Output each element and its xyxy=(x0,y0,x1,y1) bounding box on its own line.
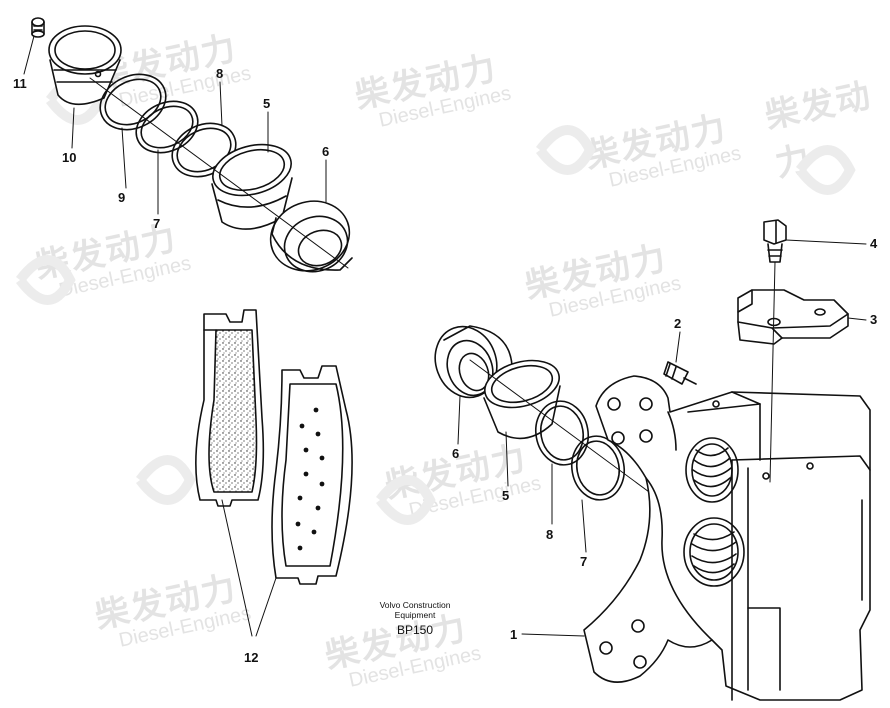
callout-5-top: 5 xyxy=(263,96,271,111)
callout-10: 10 xyxy=(62,150,77,165)
retaining-plate-part-3 xyxy=(737,289,849,345)
callout-3: 3 xyxy=(870,312,878,327)
brake-pad-left xyxy=(195,309,265,507)
caption-line-1: Volvo Construction xyxy=(379,600,451,610)
assembly-axis-bottom xyxy=(469,359,661,501)
caption-line-2: Equipment xyxy=(394,610,436,620)
callout-9: 9 xyxy=(118,190,126,205)
watermark-logo xyxy=(16,75,856,525)
callout-8-top: 8 xyxy=(216,66,224,81)
o-ring-part-7-bottom xyxy=(570,435,626,501)
caliper-housing-part-1 xyxy=(583,375,871,701)
o-ring-part-7-top xyxy=(135,100,199,154)
bolt-part-4 xyxy=(763,219,787,263)
callout-6-bottom: 6 xyxy=(452,446,460,461)
callout-12: 12 xyxy=(244,650,259,665)
callout-1: 1 xyxy=(510,627,518,642)
callout-4: 4 xyxy=(870,236,878,251)
callout-5-bottom: 5 xyxy=(502,488,510,503)
callout-7-bottom: 7 xyxy=(580,554,588,569)
bolt-axis xyxy=(769,261,776,483)
callout-11: 11 xyxy=(13,76,27,91)
seal-ring-part-8-bottom xyxy=(534,400,590,466)
dust-seal-part-6-top xyxy=(269,200,353,273)
leader-lines xyxy=(23,35,867,637)
brake-pad-right xyxy=(271,365,353,585)
caption-code: BP150 xyxy=(396,623,434,637)
callout-7-top: 7 xyxy=(153,216,161,231)
callout-2: 2 xyxy=(674,316,682,331)
callout-8-bottom: 8 xyxy=(546,527,554,542)
callout-6-top: 6 xyxy=(322,144,330,159)
seal-ring-part-9 xyxy=(99,73,167,131)
diagram-caption: Volvo Construction Equipment BP150 xyxy=(360,600,470,638)
dust-seal-part-6-bottom xyxy=(434,325,513,399)
assembly-axis-top xyxy=(89,77,349,269)
bleeder-part-2 xyxy=(663,361,697,385)
bleed-nipple-part-11 xyxy=(31,17,45,38)
dust-cap-part-10 xyxy=(48,25,122,106)
